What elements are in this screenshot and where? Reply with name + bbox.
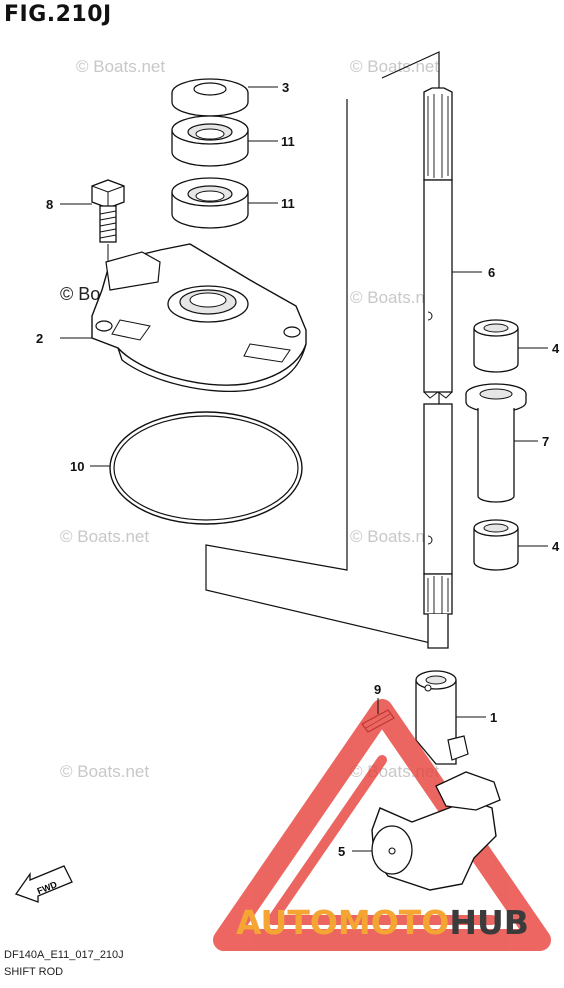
part-1-shift-rod-joint[interactable] bbox=[415, 670, 469, 765]
leader-lines bbox=[60, 86, 548, 852]
group-boundary-line bbox=[205, 51, 440, 646]
callout-6: 6 bbox=[488, 265, 495, 280]
part-7-flanged-bushing[interactable] bbox=[465, 383, 527, 503]
watermark: © Boats.net bbox=[76, 57, 165, 76]
callout-3: 3 bbox=[282, 80, 289, 95]
callout-11: 11 bbox=[281, 134, 295, 149]
brand-part-1: AUTOMOTO bbox=[236, 903, 450, 942]
watermark: © Boats.net bbox=[350, 288, 439, 307]
watermark-group: © Boats.net © Boats.net © Boats.net © Bo… bbox=[60, 57, 439, 781]
part-3-washer[interactable] bbox=[171, 78, 249, 117]
part-10-o-ring[interactable] bbox=[109, 411, 303, 525]
figure-title: FIG.210J bbox=[4, 2, 112, 27]
part-11-oil-seal-upper[interactable] bbox=[171, 115, 249, 167]
part-11-oil-seal-lower[interactable] bbox=[171, 177, 249, 229]
watermark: © Boats.net bbox=[60, 762, 149, 781]
callout-11: 11 bbox=[281, 196, 295, 211]
callout-10: 10 bbox=[70, 459, 84, 474]
part-6-shift-rod[interactable] bbox=[423, 87, 453, 649]
callout-7: 7 bbox=[542, 434, 549, 449]
callout-1: 1 bbox=[490, 710, 497, 725]
watermark: © Boats.net bbox=[350, 527, 439, 546]
callout-8: 8 bbox=[46, 197, 53, 212]
part-8-bolt[interactable] bbox=[91, 179, 125, 243]
brand-wordmark: AUTOMOTOHUB bbox=[236, 903, 529, 942]
watermark: © Boats.net bbox=[60, 527, 149, 546]
part-2-shift-rod-housing[interactable] bbox=[91, 243, 307, 393]
part-4-bushing-lower[interactable] bbox=[473, 519, 519, 571]
callout-5: 5 bbox=[338, 844, 345, 859]
diagram-code: DF140A_E11_017_210J bbox=[4, 949, 124, 961]
diagram-name: SHIFT ROD bbox=[4, 966, 64, 978]
watermark: © Boats.net bbox=[350, 57, 439, 76]
fwd-arrow-icon: FWD bbox=[14, 865, 73, 903]
callout-2: 2 bbox=[36, 331, 43, 346]
callout-9: 9 bbox=[374, 682, 381, 697]
callout-4: 4 bbox=[552, 341, 560, 356]
part-4-bushing-upper[interactable] bbox=[473, 319, 519, 373]
callout-4: 4 bbox=[552, 539, 560, 554]
part-5-shift-cam[interactable] bbox=[371, 771, 501, 891]
brand-part-2: HUB bbox=[449, 903, 529, 942]
callout-labels: 3 11 11 8 2 6 4 7 10 4 9 1 5 bbox=[36, 80, 560, 859]
